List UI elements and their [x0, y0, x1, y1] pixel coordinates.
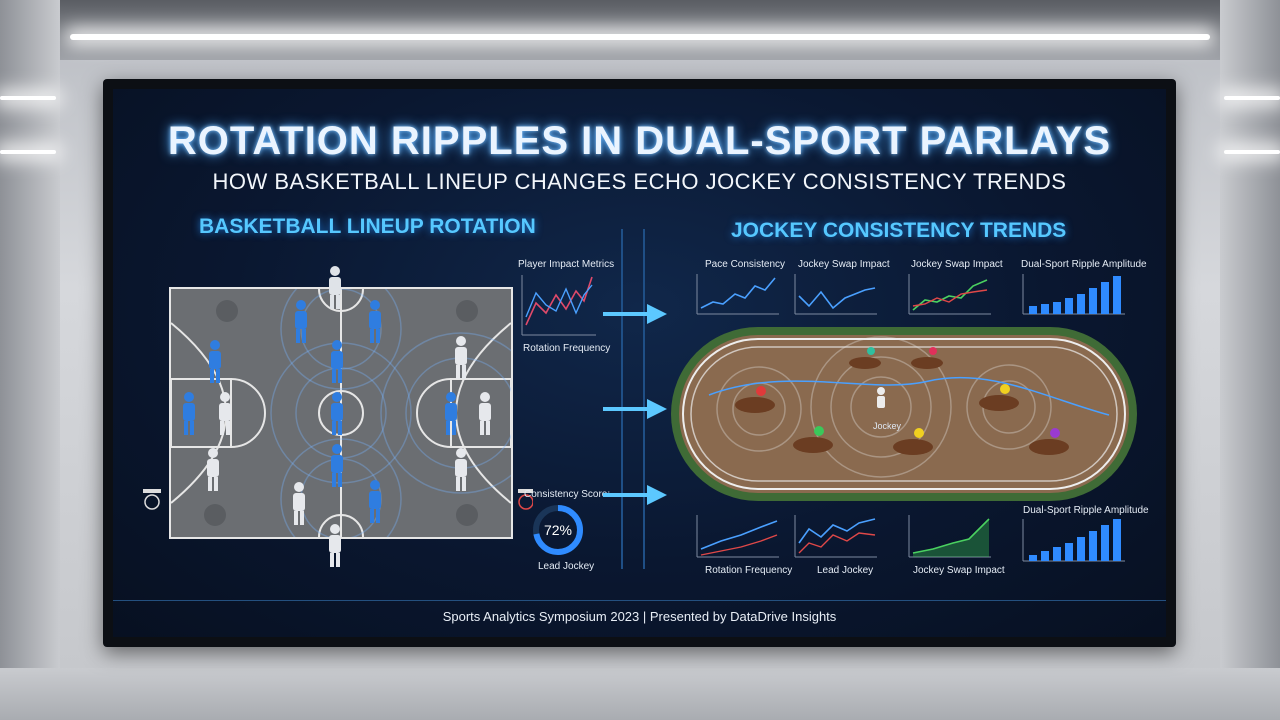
chart-title-top-4: Dual-Sport Ripple Amplitude [1021, 259, 1147, 270]
ripple-amplitude-bars-2 [1022, 519, 1125, 562]
wall-light [0, 150, 56, 154]
jockey-swap-impact-chart [908, 515, 991, 558]
slide-title: ROTATION RIPPLES IN DUAL-SPORT PARLAYS [167, 119, 1112, 163]
chart-title-top-2: Jockey Swap Impact [798, 259, 890, 270]
pace-consistency-chart [696, 274, 779, 315]
rotation-frequency-label: Rotation Frequency [523, 343, 611, 354]
race-track [671, 327, 1137, 501]
jockey-swap-chart [794, 274, 877, 315]
chart-title-bottom-4: Dual-Sport Ripple Amplitude [1023, 505, 1149, 516]
ripple-amplitude-bars [1022, 274, 1125, 315]
chart-title-bottom-1: Rotation Frequency [705, 565, 793, 576]
chart-title-bottom-3: Jockey Swap Impact [913, 565, 1005, 576]
wall-light [1224, 150, 1280, 154]
basketball-heading: BASKETBALL LINEUP ROTATION [199, 215, 536, 238]
players-layer [143, 266, 533, 567]
left-wall [0, 0, 60, 720]
hoop-icon [143, 489, 161, 510]
player-figure [183, 266, 491, 567]
player-metrics-title: Player Impact Metrics [518, 259, 615, 270]
ceiling-light [70, 34, 1210, 40]
jockey-silk [756, 347, 1060, 438]
rotation-frequency-chart [696, 515, 779, 558]
chart-title-bottom-2: Lead Jockey [817, 565, 874, 576]
horse-icon [735, 357, 1069, 455]
arrow-icon [603, 304, 667, 324]
jockey-heading: JOCKEY CONSISTENCY TRENDS [731, 219, 1067, 242]
hoop-icon [518, 489, 533, 510]
consistency-gauge [533, 505, 583, 555]
consistency-value: 72% [543, 522, 573, 538]
wall-light [0, 96, 56, 100]
right-wall [1220, 0, 1280, 720]
track-jockey-label: Jockey [873, 421, 902, 431]
chart-title-top-1: Pace Consistency [705, 259, 786, 270]
presentation-screen: ROTATION RIPPLES IN DUAL-SPORT PARLAYS H… [113, 89, 1166, 637]
room-ceiling [0, 0, 1280, 60]
consistency-label: Consistency Score: [524, 489, 611, 500]
footer-divider [113, 600, 1166, 601]
player-metrics-chart [521, 275, 596, 336]
slide-subtitle: HOW BASKETBALL LINEUP CHANGES ECHO JOCKE… [212, 169, 1067, 194]
chart-title-top-3: Jockey Swap Impact [911, 259, 1003, 270]
lead-jockey-label: Lead Jockey [538, 561, 595, 572]
lead-jockey-chart [794, 515, 877, 558]
wall-light [1224, 96, 1280, 100]
footer-credit: Sports Analytics Symposium 2023 | Presen… [442, 609, 837, 624]
player-white [329, 266, 341, 309]
column-divider [643, 229, 645, 569]
floor [0, 668, 1280, 720]
jockey-figure [877, 387, 885, 408]
column-divider [621, 229, 623, 569]
arrow-icon [603, 399, 667, 419]
arrow-icon [603, 485, 667, 505]
jockey-swap-chart-2 [908, 274, 991, 315]
